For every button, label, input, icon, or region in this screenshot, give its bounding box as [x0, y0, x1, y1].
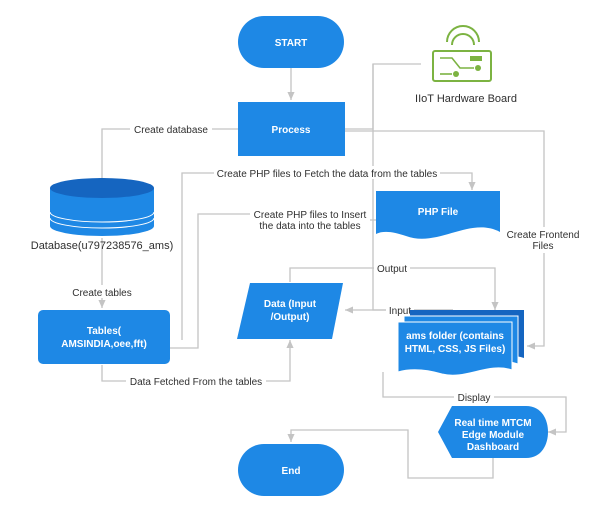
ams-folder-node: ams folder (contains HTML, CSS, JS Files… [397, 310, 524, 376]
label-create-frontend-line1: Create Frontend [507, 230, 580, 241]
database-label: Database(u797238576_ams) [31, 240, 174, 252]
label-create-frontend-line2: Files [532, 241, 553, 252]
circuit-board-icon [432, 25, 492, 82]
php-file-node: PHP File [376, 191, 500, 239]
label-data-fetched: Data Fetched From the tables [130, 377, 262, 388]
edge-process-iiot [345, 63, 421, 130]
dashboard-node: Real time MTCM Edge Module Dashboard [438, 406, 548, 458]
label-create-database: Create database [134, 125, 208, 136]
label-create-tables: Create tables [72, 288, 131, 299]
edge-dashboard-end [287, 429, 494, 479]
end-node: End [238, 444, 344, 496]
end-text: End [282, 466, 301, 477]
label-display: Display [458, 393, 491, 404]
dashboard-line2: Edge Module [462, 430, 525, 441]
iiot-board-node: IIoT Hardware Board [415, 25, 517, 105]
data-io-line2: /Output) [271, 312, 310, 323]
dashboard-line3: Dashboard [467, 442, 519, 453]
dashboard-line1: Real time MTCM [454, 418, 531, 429]
data-io-line1: Data (Input [264, 299, 317, 310]
label-output: Output [377, 264, 407, 275]
start-node: START [238, 16, 344, 68]
label-input: Input [389, 306, 411, 317]
label-insert-php-line1: Create PHP files to Insert [254, 210, 367, 221]
start-text: START [275, 38, 308, 49]
database-node: Database(u797238576_ams) [31, 178, 174, 252]
tables-line2: AMSINDIA,oee,fft) [61, 339, 147, 350]
tables-line1: Tables( [87, 326, 122, 337]
php-file-text: PHP File [418, 207, 459, 218]
edge-display [382, 372, 567, 436]
iiot-board-label: IIoT Hardware Board [415, 93, 517, 105]
ams-folder-line2: HTML, CSS, JS Files) [405, 344, 506, 355]
process-node: Process [238, 102, 345, 156]
data-io-node: Data (Input /Output) [237, 283, 343, 339]
process-text: Process [272, 125, 311, 136]
label-fetch-php: Create PHP files to Fetch the data from … [217, 169, 437, 180]
edge-labels: Create database Create PHP files to Fetc… [70, 122, 586, 404]
tables-node: Tables( AMSINDIA,oee,fft) [38, 310, 170, 364]
ams-folder-line1: ams folder (contains [406, 331, 504, 342]
label-insert-php-line2: the data into the tables [259, 221, 360, 232]
